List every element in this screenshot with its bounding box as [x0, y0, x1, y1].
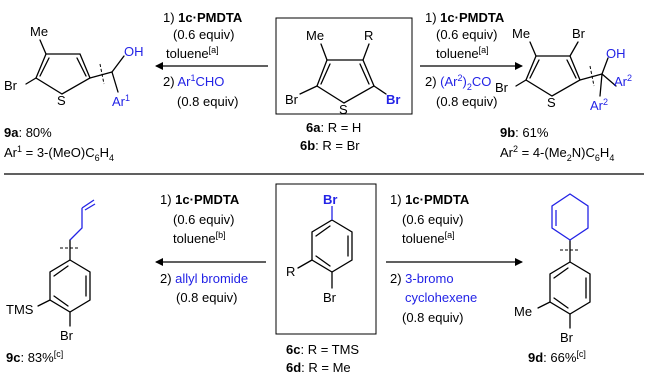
step1-9a: 1) 1c·PMDTA	[163, 10, 243, 25]
9a-atom-br: Br	[4, 78, 18, 93]
label-6b: 6b: R = Br	[300, 138, 360, 153]
atom-br-bottom: Br	[323, 290, 337, 305]
9b-yield: 9b: 61%	[500, 125, 549, 140]
9b-atom-ar2-b: Ar2	[590, 97, 608, 113]
step1-9b: 1) 1c·PMDTA	[425, 10, 505, 25]
9d-atom-br: Br	[560, 330, 574, 345]
equiv2-9b: (0.8 equiv)	[436, 94, 497, 109]
solvent-9b: toluene[a]	[436, 45, 489, 61]
atom-br-right-reactive: Br	[386, 92, 400, 107]
9b-atom-ar2-a: Ar2	[614, 73, 632, 89]
product-9b-structure: Me Br Br S OH Ar2 Ar2	[495, 26, 632, 113]
equiv2-9d: (0.8 equiv)	[402, 310, 463, 325]
step2-9c: 2) allyl bromide	[160, 271, 248, 286]
solvent-9d: toluene[a]	[402, 230, 455, 246]
9d-yield: 9d: 66%[c]	[528, 349, 586, 365]
equiv1-9a: (0.6 equiv)	[173, 27, 234, 42]
label-6d: 6d: R = Me	[286, 360, 351, 375]
9a-yield: 9a: 80%	[4, 125, 52, 140]
9b-atom-s: S	[547, 95, 556, 110]
9b-atom-me: Me	[512, 26, 530, 41]
atom-s: S	[339, 102, 348, 117]
9b-atom-br-top: Br	[572, 26, 586, 41]
9c-atom-tms: TMS	[6, 302, 34, 317]
center-box-top	[275, 17, 413, 115]
atom-br-top-reactive: Br	[323, 192, 337, 207]
atom-me: Me	[306, 28, 324, 43]
product-9a-structure: Me Br S OH Ar1	[4, 24, 144, 109]
9a-atom-me: Me	[30, 24, 48, 39]
label-6a: 6a: R = H	[306, 120, 361, 135]
starting-material-6a-6b: Me R Br S Br	[275, 17, 413, 117]
equiv1-9b: (0.6 equiv)	[436, 27, 497, 42]
9b-ar2-definition: Ar2 = 4-(Me2N)C6H4	[500, 144, 614, 163]
atom-r-bottom: R	[286, 264, 295, 279]
9a-atom-s: S	[57, 93, 66, 108]
atom-br-left: Br	[285, 92, 299, 107]
step2-9d: 2) 3-bromo	[390, 271, 454, 286]
9b-atom-br-left: Br	[495, 80, 509, 95]
label-6c: 6c: R = TMS	[286, 342, 359, 357]
step2-9a: 2) Ar1CHO	[163, 73, 224, 89]
solvent-9a: toluene[a]	[166, 45, 219, 61]
9c-yield: 9c: 83%[c]	[6, 349, 63, 365]
step1-9d: 1) 1c·PMDTA	[390, 192, 470, 207]
product-9d-structure: Me Br	[514, 193, 591, 345]
step1-9c: 1) 1c·PMDTA	[160, 192, 240, 207]
9a-ar1-definition: Ar1 = 3-(MeO)C6H4	[4, 144, 114, 163]
solvent-9c: toluene[b]	[173, 230, 226, 246]
atom-r: R	[364, 28, 373, 43]
equiv1-9d: (0.6 equiv)	[402, 212, 463, 227]
step2-9d-line2: cyclohexene	[405, 290, 477, 305]
9b-atom-oh: OH	[606, 46, 626, 61]
step2-9b: 2) (Ar2)2CO	[425, 73, 491, 92]
equiv2-9a: (0.8 equiv)	[177, 94, 238, 109]
equiv2-9c: (0.8 equiv)	[176, 290, 237, 305]
center-box-bottom	[275, 183, 377, 335]
9d-atom-me: Me	[514, 304, 532, 319]
equiv1-9c: (0.6 equiv)	[173, 212, 234, 227]
product-9c-structure: TMS Br	[6, 199, 96, 343]
9c-atom-br: Br	[60, 328, 74, 343]
9a-atom-oh: OH	[124, 44, 144, 59]
9a-atom-ar1: Ar1	[112, 93, 130, 109]
starting-material-6c-6d: Br R Br	[275, 183, 377, 335]
